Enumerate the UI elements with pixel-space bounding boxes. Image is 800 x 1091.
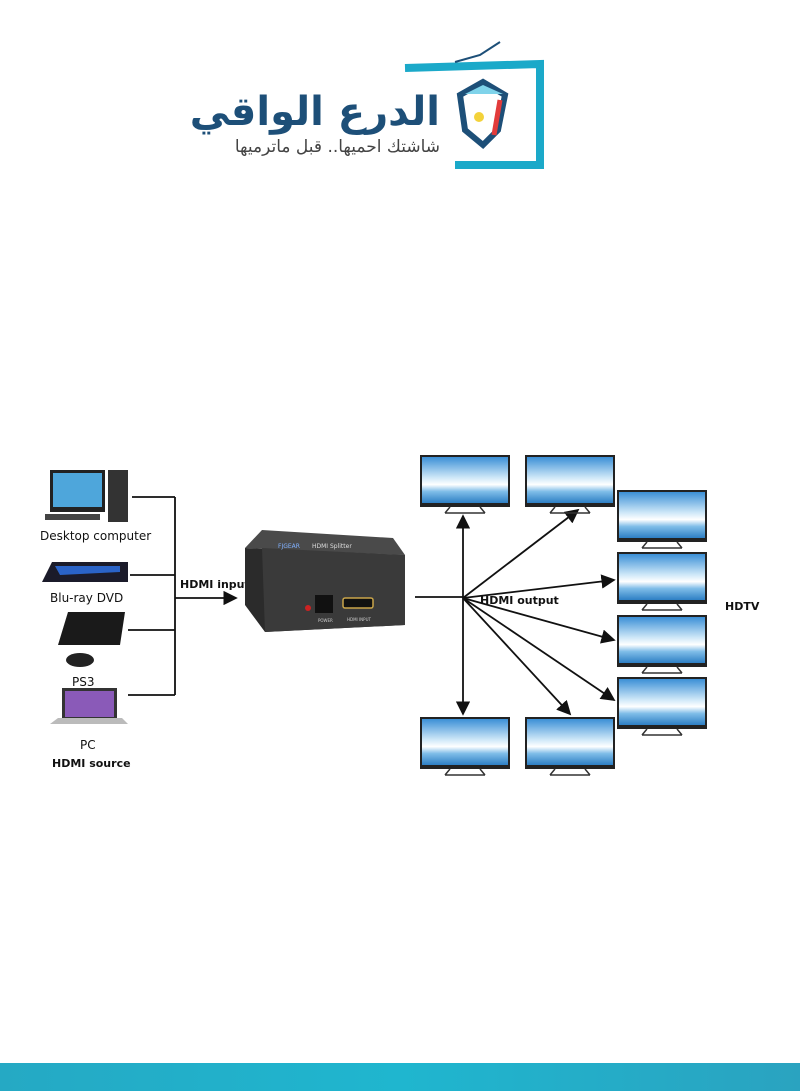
tv-icon	[616, 676, 708, 736]
tv-icon	[419, 454, 511, 514]
source-label-bluray: Blu-ray DVD	[50, 591, 123, 605]
desktop-computer-icon	[45, 470, 128, 522]
splitter-brand: FJGEAR	[278, 543, 300, 550]
tv-icon	[616, 551, 708, 611]
laptop-icon	[50, 688, 128, 724]
input-label: HDMI input	[180, 578, 250, 591]
splitter-name: HDMI Splitter	[312, 543, 352, 550]
power-port	[315, 595, 333, 613]
tv-icon	[524, 454, 616, 514]
input-wiring	[128, 496, 238, 696]
tv-icon	[419, 716, 511, 776]
hdmi-splitter: FJGEAR HDMI Splitter POWER HDMI INPUT	[245, 530, 405, 632]
footer-bar	[0, 1063, 800, 1091]
hdmi-input-port	[342, 597, 374, 609]
power-label: POWER	[318, 618, 333, 623]
output-wiring	[415, 508, 616, 716]
source-label-pc: PC	[80, 738, 96, 752]
game-console-icon	[58, 612, 125, 667]
tv-icon	[616, 614, 708, 674]
input-port-label: HDMI INPUT	[347, 617, 372, 622]
source-label-desktop: Desktop computer	[40, 529, 151, 543]
logo-tagline: شاشتك احميها.. قبل ماترميها	[235, 137, 440, 157]
tv-icon	[616, 489, 708, 549]
logo: الدرع الواقي شاشتك احميها.. قبل ماترميها	[190, 41, 544, 169]
source-label-ps3: PS3	[72, 675, 95, 689]
output-label: HDMI output	[480, 594, 559, 607]
source-group-label: HDMI source	[52, 757, 131, 770]
output-device-label: HDTV	[725, 600, 760, 613]
logo-title: الدرع الواقي	[190, 89, 440, 135]
tv-icon	[524, 716, 616, 776]
bluray-player-icon	[42, 562, 128, 582]
